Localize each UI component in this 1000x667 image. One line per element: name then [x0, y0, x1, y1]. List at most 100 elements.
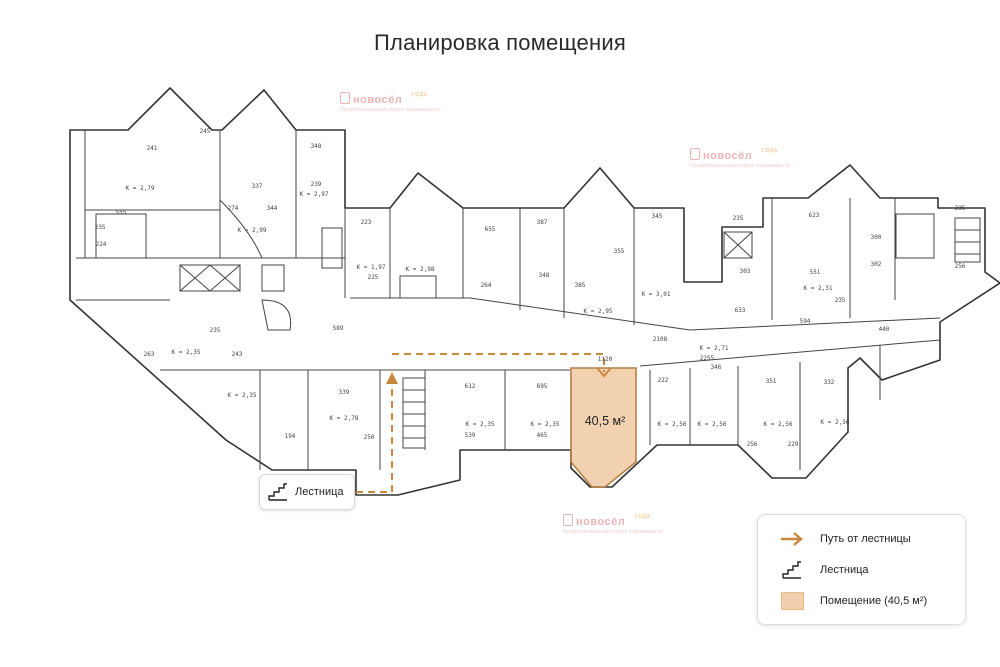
room-label: К = 2,35 — [172, 349, 201, 356]
watermark-tagline: Профессиональный портал недвижимости — [563, 529, 663, 535]
room-label: К = 2,78 — [330, 415, 359, 422]
building-outline — [69, 87, 1000, 496]
room-label: 387 — [537, 219, 548, 226]
room-label: К = 2,99 — [238, 227, 267, 234]
room-label: К = 2,95 — [584, 308, 613, 315]
watermark-award: ГОДА — [412, 92, 428, 98]
room-label: 655 — [485, 226, 496, 233]
room-label: 337 — [252, 183, 263, 190]
room-label: 465 — [537, 432, 548, 439]
highlighted-unit — [570, 367, 637, 488]
room-label: 243 — [232, 351, 243, 358]
room-label: 612 — [465, 383, 476, 390]
watermark-tagline: Профессиональный портал недвижимости — [340, 107, 440, 113]
room-label: 555 — [116, 209, 127, 216]
room-label: 623 — [809, 212, 820, 219]
room-label: 229 — [788, 441, 799, 448]
legend-label: Лестница — [820, 564, 869, 576]
watermark-logo: новосёл Профессиональный портал недвижим… — [690, 148, 789, 169]
room-label: 539 — [465, 432, 476, 439]
room-label: 695 — [537, 383, 548, 390]
room-label: К = 2,56 — [821, 419, 850, 426]
room-label: 355 — [614, 248, 625, 255]
room-label: 263 — [144, 351, 155, 358]
room-label: 239 — [311, 181, 322, 188]
room-label: 594 — [800, 318, 811, 325]
room-label: К = 2,56 — [764, 421, 793, 428]
room-label: К = 2,98 — [406, 266, 435, 273]
room-label: 235 — [733, 215, 744, 222]
watermark-logo: новосёл Профессиональный портал недвижим… — [340, 92, 439, 113]
room-labels: К = 2,79 К = 2,99 К = 2,97 К = 1,97 К = 2,98… — [95, 128, 966, 448]
room-label: 344 — [267, 205, 278, 212]
stair-callout: Лестница — [259, 474, 355, 510]
room-label: 2108 — [653, 336, 668, 343]
legend-item-route: Путь от лестницы — [780, 530, 911, 548]
legend-label: Помещение (40,5 м²) — [820, 595, 928, 607]
room-label: 385 — [575, 282, 586, 289]
room-label: 2255 — [700, 355, 715, 362]
room-label: 235 — [955, 205, 966, 212]
legend: Путь от лестницы Лестница Помещение (40,… — [757, 514, 966, 625]
highlighted-area-label: 40,5 м² — [584, 414, 626, 428]
stair-callout-label: Лестница — [295, 486, 344, 498]
room-label: К = 2,97 — [300, 191, 329, 198]
watermark-brand: новосёл — [353, 94, 403, 106]
room-label: 250 — [364, 434, 375, 441]
room-label: 346 — [711, 364, 722, 371]
room-label: 351 — [766, 378, 777, 385]
route-path — [356, 353, 605, 493]
room-label: 245 — [200, 128, 211, 135]
room-label: 332 — [824, 379, 835, 386]
watermark-tagline: Профессиональный портал недвижимости — [690, 163, 790, 169]
room-label: 589 — [333, 325, 344, 332]
room-label: 223 — [361, 219, 372, 226]
room-label: 224 — [96, 241, 107, 248]
room-label: 303 — [740, 268, 751, 275]
legend-label: Путь от лестницы — [820, 533, 911, 545]
room-label: К = 3,01 — [642, 291, 671, 298]
room-label: 241 — [147, 145, 158, 152]
room-label: К = 2,79 — [126, 185, 155, 192]
house-logo-icon — [340, 92, 350, 104]
room-label: К = 2,71 — [700, 345, 729, 352]
room-label: 348 — [311, 143, 322, 150]
room-label: 302 — [871, 261, 882, 268]
room-label: 264 — [481, 282, 492, 289]
room-label: К = 2,56 — [698, 421, 727, 428]
room-label: 551 — [810, 269, 821, 276]
room-label: 440 — [879, 326, 890, 333]
arrow-right-icon — [781, 532, 803, 546]
page-title: Планировка помещения — [374, 30, 626, 55]
room-label: 256 — [955, 263, 966, 270]
room-label: К = 2,35 — [466, 421, 495, 428]
outer-walls — [69, 87, 1000, 496]
room-label: 194 — [285, 433, 296, 440]
route-arrow-down-icon — [596, 367, 612, 378]
room-label: 300 — [871, 234, 882, 241]
room-label: 222 — [658, 377, 669, 384]
room-label: К = 1,97 — [357, 264, 386, 271]
room-label: К = 2,56 — [658, 421, 687, 428]
room-label: К = 2,31 — [804, 285, 833, 292]
room-label: 633 — [735, 307, 746, 314]
room-label: 345 — [652, 213, 663, 220]
room-label: 235 — [835, 297, 846, 304]
house-logo-icon — [690, 148, 700, 160]
watermark-brand: новосёл — [576, 516, 626, 528]
room-label: 348 — [539, 272, 550, 279]
stairs-icon — [782, 561, 801, 579]
stairs-icon — [268, 483, 287, 501]
room-label: 225 — [368, 274, 379, 281]
house-logo-icon — [563, 514, 573, 526]
room-label: 235 — [210, 327, 221, 334]
watermark-brand: новосёл — [703, 150, 753, 162]
legend-item-area: Помещение (40,5 м²) — [780, 592, 927, 610]
watermark-award: ГОДА — [635, 514, 651, 520]
watermark-logo: новосёл Профессиональный портал недвижим… — [563, 514, 662, 535]
legend-item-stairs: Лестница — [780, 561, 869, 579]
interior-walls — [76, 130, 981, 470]
room-label: 274 — [228, 205, 239, 212]
room-label: 339 — [339, 389, 350, 396]
